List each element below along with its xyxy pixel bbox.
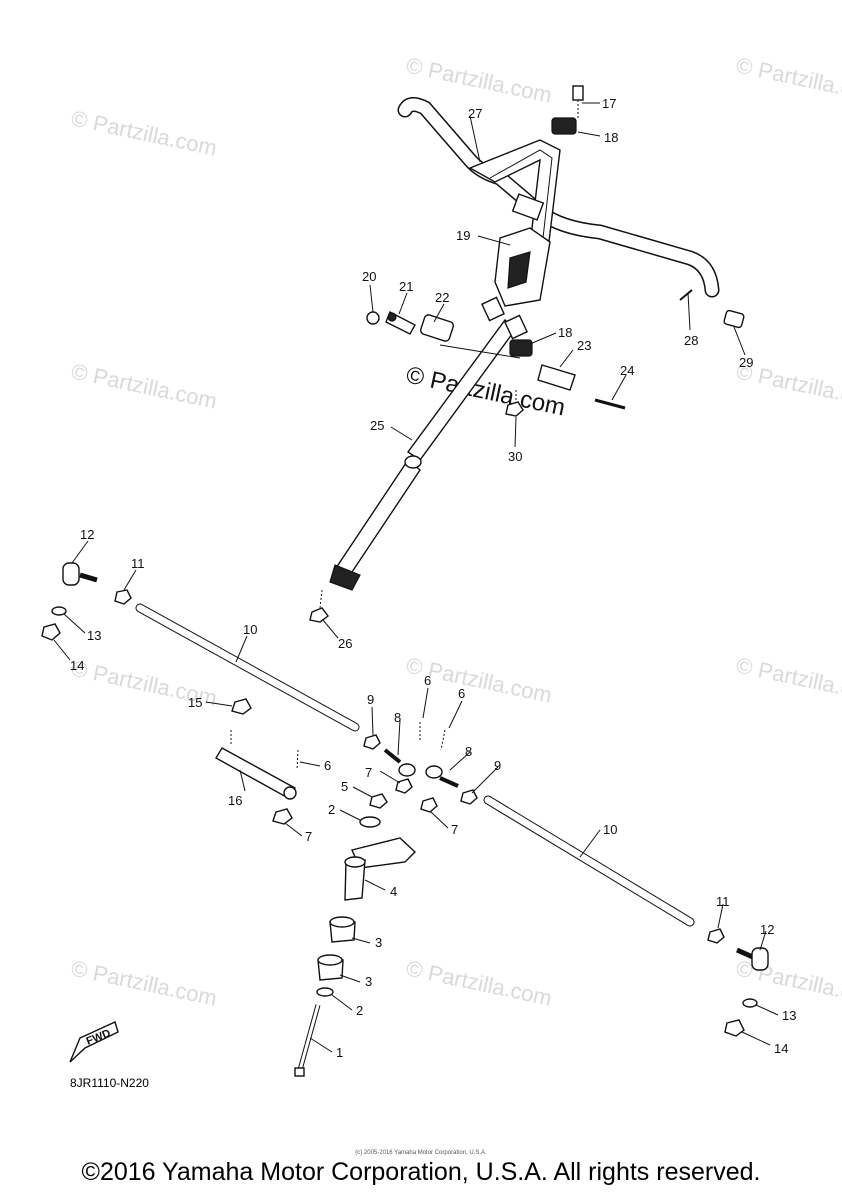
watermark: © Partzilla.com	[734, 652, 842, 707]
callout-8: 8	[394, 710, 401, 725]
callout-17: 17	[602, 96, 616, 111]
handlebar-holder-bracket	[494, 227, 551, 307]
callout-24: 24	[620, 363, 634, 378]
callout-15: 15	[188, 695, 202, 710]
callout-7: 7	[365, 765, 372, 780]
center-linkage	[215, 698, 478, 825]
callout-1: 1	[336, 1045, 343, 1060]
watermark: © Partzilla.com	[734, 52, 842, 107]
callout-4: 4	[390, 884, 397, 899]
steering-column	[329, 296, 528, 591]
callout-6: 6	[424, 673, 431, 688]
callout-29: 29	[739, 355, 753, 370]
callout-7: 7	[305, 829, 312, 844]
watermark: © Partzilla.com	[404, 955, 554, 1010]
watermark: © Partzilla.com	[404, 52, 554, 107]
callout-5: 5	[341, 779, 348, 794]
tie-rod-right	[483, 795, 769, 1037]
callout-25: 25	[370, 418, 384, 433]
callout-12: 12	[80, 527, 94, 542]
handlebar-holder-upper	[551, 85, 584, 135]
callout-9: 9	[494, 758, 501, 773]
callout-23: 23	[577, 338, 591, 353]
callout-27: 27	[468, 106, 482, 121]
callout-3: 3	[365, 974, 372, 989]
callout-2: 2	[328, 802, 335, 817]
callout-11: 11	[131, 556, 145, 571]
callout-7: 7	[451, 822, 458, 837]
callout-13: 13	[87, 628, 101, 643]
watermark-layer: © Partzilla.com © Partzilla.com © Partzi…	[69, 52, 842, 1010]
callout-13: 13	[782, 1008, 796, 1023]
callout-26: 26	[338, 636, 352, 651]
callout-30: 30	[508, 449, 522, 464]
grip-end-parts	[679, 289, 745, 329]
watermark: © Partzilla.com	[69, 955, 219, 1010]
watermark: © Partzilla.com	[69, 358, 219, 413]
callout-18: 18	[558, 325, 572, 340]
callout-10: 10	[603, 822, 617, 837]
callout-9: 9	[367, 692, 374, 707]
fwd-label: FWD	[85, 1027, 113, 1048]
callout-3: 3	[375, 935, 382, 950]
copyright-footer: ©2016 Yamaha Motor Corporation, U.S.A. A…	[81, 1158, 761, 1186]
steering-arm-assembly	[294, 793, 417, 1077]
callout-2: 2	[356, 1003, 363, 1018]
callout-labels: 17 18 27 19 20 21 22 18 23 24 25 30 28 2…	[70, 96, 796, 1060]
callout-6: 6	[458, 686, 465, 701]
callout-22: 22	[435, 290, 449, 305]
column-nuts	[309, 390, 524, 623]
fwd-arrow-icon: FWD	[69, 1021, 119, 1063]
callout-21: 21	[399, 279, 413, 294]
callout-16: 16	[228, 793, 242, 808]
callout-11: 11	[716, 894, 730, 909]
callout-6: 6	[324, 758, 331, 773]
callout-10: 10	[243, 622, 257, 637]
callout-12: 12	[760, 922, 774, 937]
tiny-copyright: (c) 2005-2016 Yamaha Motor Corporation, …	[355, 1150, 487, 1156]
leader-lines	[53, 102, 779, 1053]
callout-19: 19	[456, 228, 470, 243]
steering-small-parts	[366, 311, 626, 410]
diagram-code: 8JR1110-N220	[70, 1076, 149, 1090]
callout-18: 18	[604, 130, 618, 145]
callout-20: 20	[362, 269, 376, 284]
watermark: © Partzilla.com	[69, 105, 219, 160]
tie-rod-left	[41, 562, 360, 732]
callout-8: 8	[465, 744, 472, 759]
callout-14: 14	[70, 658, 84, 673]
callout-14: 14	[774, 1041, 788, 1056]
callout-28: 28	[684, 333, 698, 348]
